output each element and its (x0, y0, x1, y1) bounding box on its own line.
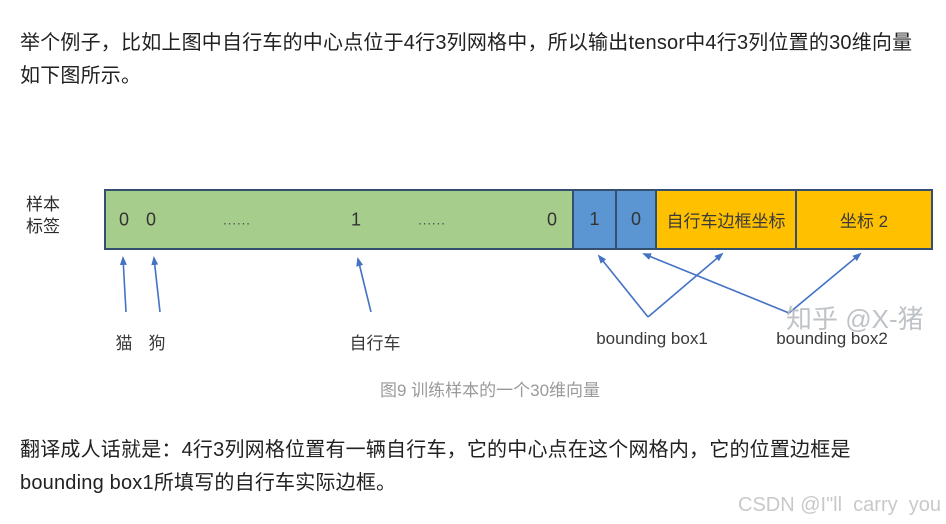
arrow-cat (119, 256, 127, 313)
bbox2-coordinates-cell: 坐标 2 (795, 191, 931, 248)
class-probability-segment: 0 0 ...... 1 ...... 0 (106, 191, 572, 248)
label-bicycle: 自行车 (349, 334, 401, 353)
arrow-bbox2-coords (788, 252, 862, 314)
ellipsis-left: ...... (223, 212, 251, 227)
ellipsis-right: ...... (418, 212, 446, 227)
vector-value-bicycle: 1 (350, 209, 362, 229)
arrow-bbox1-conf (597, 254, 649, 318)
row-label: 样本 标签 (26, 195, 60, 236)
label-bounding-box2: bounding box2 (776, 329, 888, 348)
bbox1-coordinates-cell: 自行车边框坐标 (655, 191, 795, 248)
vector-value-1: 0 (145, 209, 157, 229)
label-bounding-box1: bounding box1 (596, 329, 708, 348)
confidence2-cell: 0 (615, 191, 655, 248)
label-cat: 猫 (115, 334, 133, 353)
arrow-bbox1-coords (647, 252, 724, 318)
arrow-bbox2-conf (642, 253, 790, 314)
vector-bar: 0 0 ...... 1 ...... 0 1 0 自行车边框坐标 坐标 2 (104, 189, 933, 250)
explanation-paragraph: 翻译成人话就是：4行3列网格位置有一辆自行车，它的中心点在这个网格内，它的位置边… (20, 439, 851, 494)
intro-paragraph: 举个例子，比如上图中自行车的中心点位于4行3列网格中，所以输出tensor中4行… (20, 32, 913, 87)
label-dog: 狗 (148, 334, 166, 353)
arrow-dog (151, 256, 161, 313)
confidence1-cell: 1 (572, 191, 615, 248)
figure-caption: 图9 训练样本的一个30维向量 (379, 381, 601, 400)
arrow-bicycle (356, 257, 372, 313)
vector-value-last: 0 (546, 209, 558, 229)
vector-value-0: 0 (118, 209, 130, 229)
